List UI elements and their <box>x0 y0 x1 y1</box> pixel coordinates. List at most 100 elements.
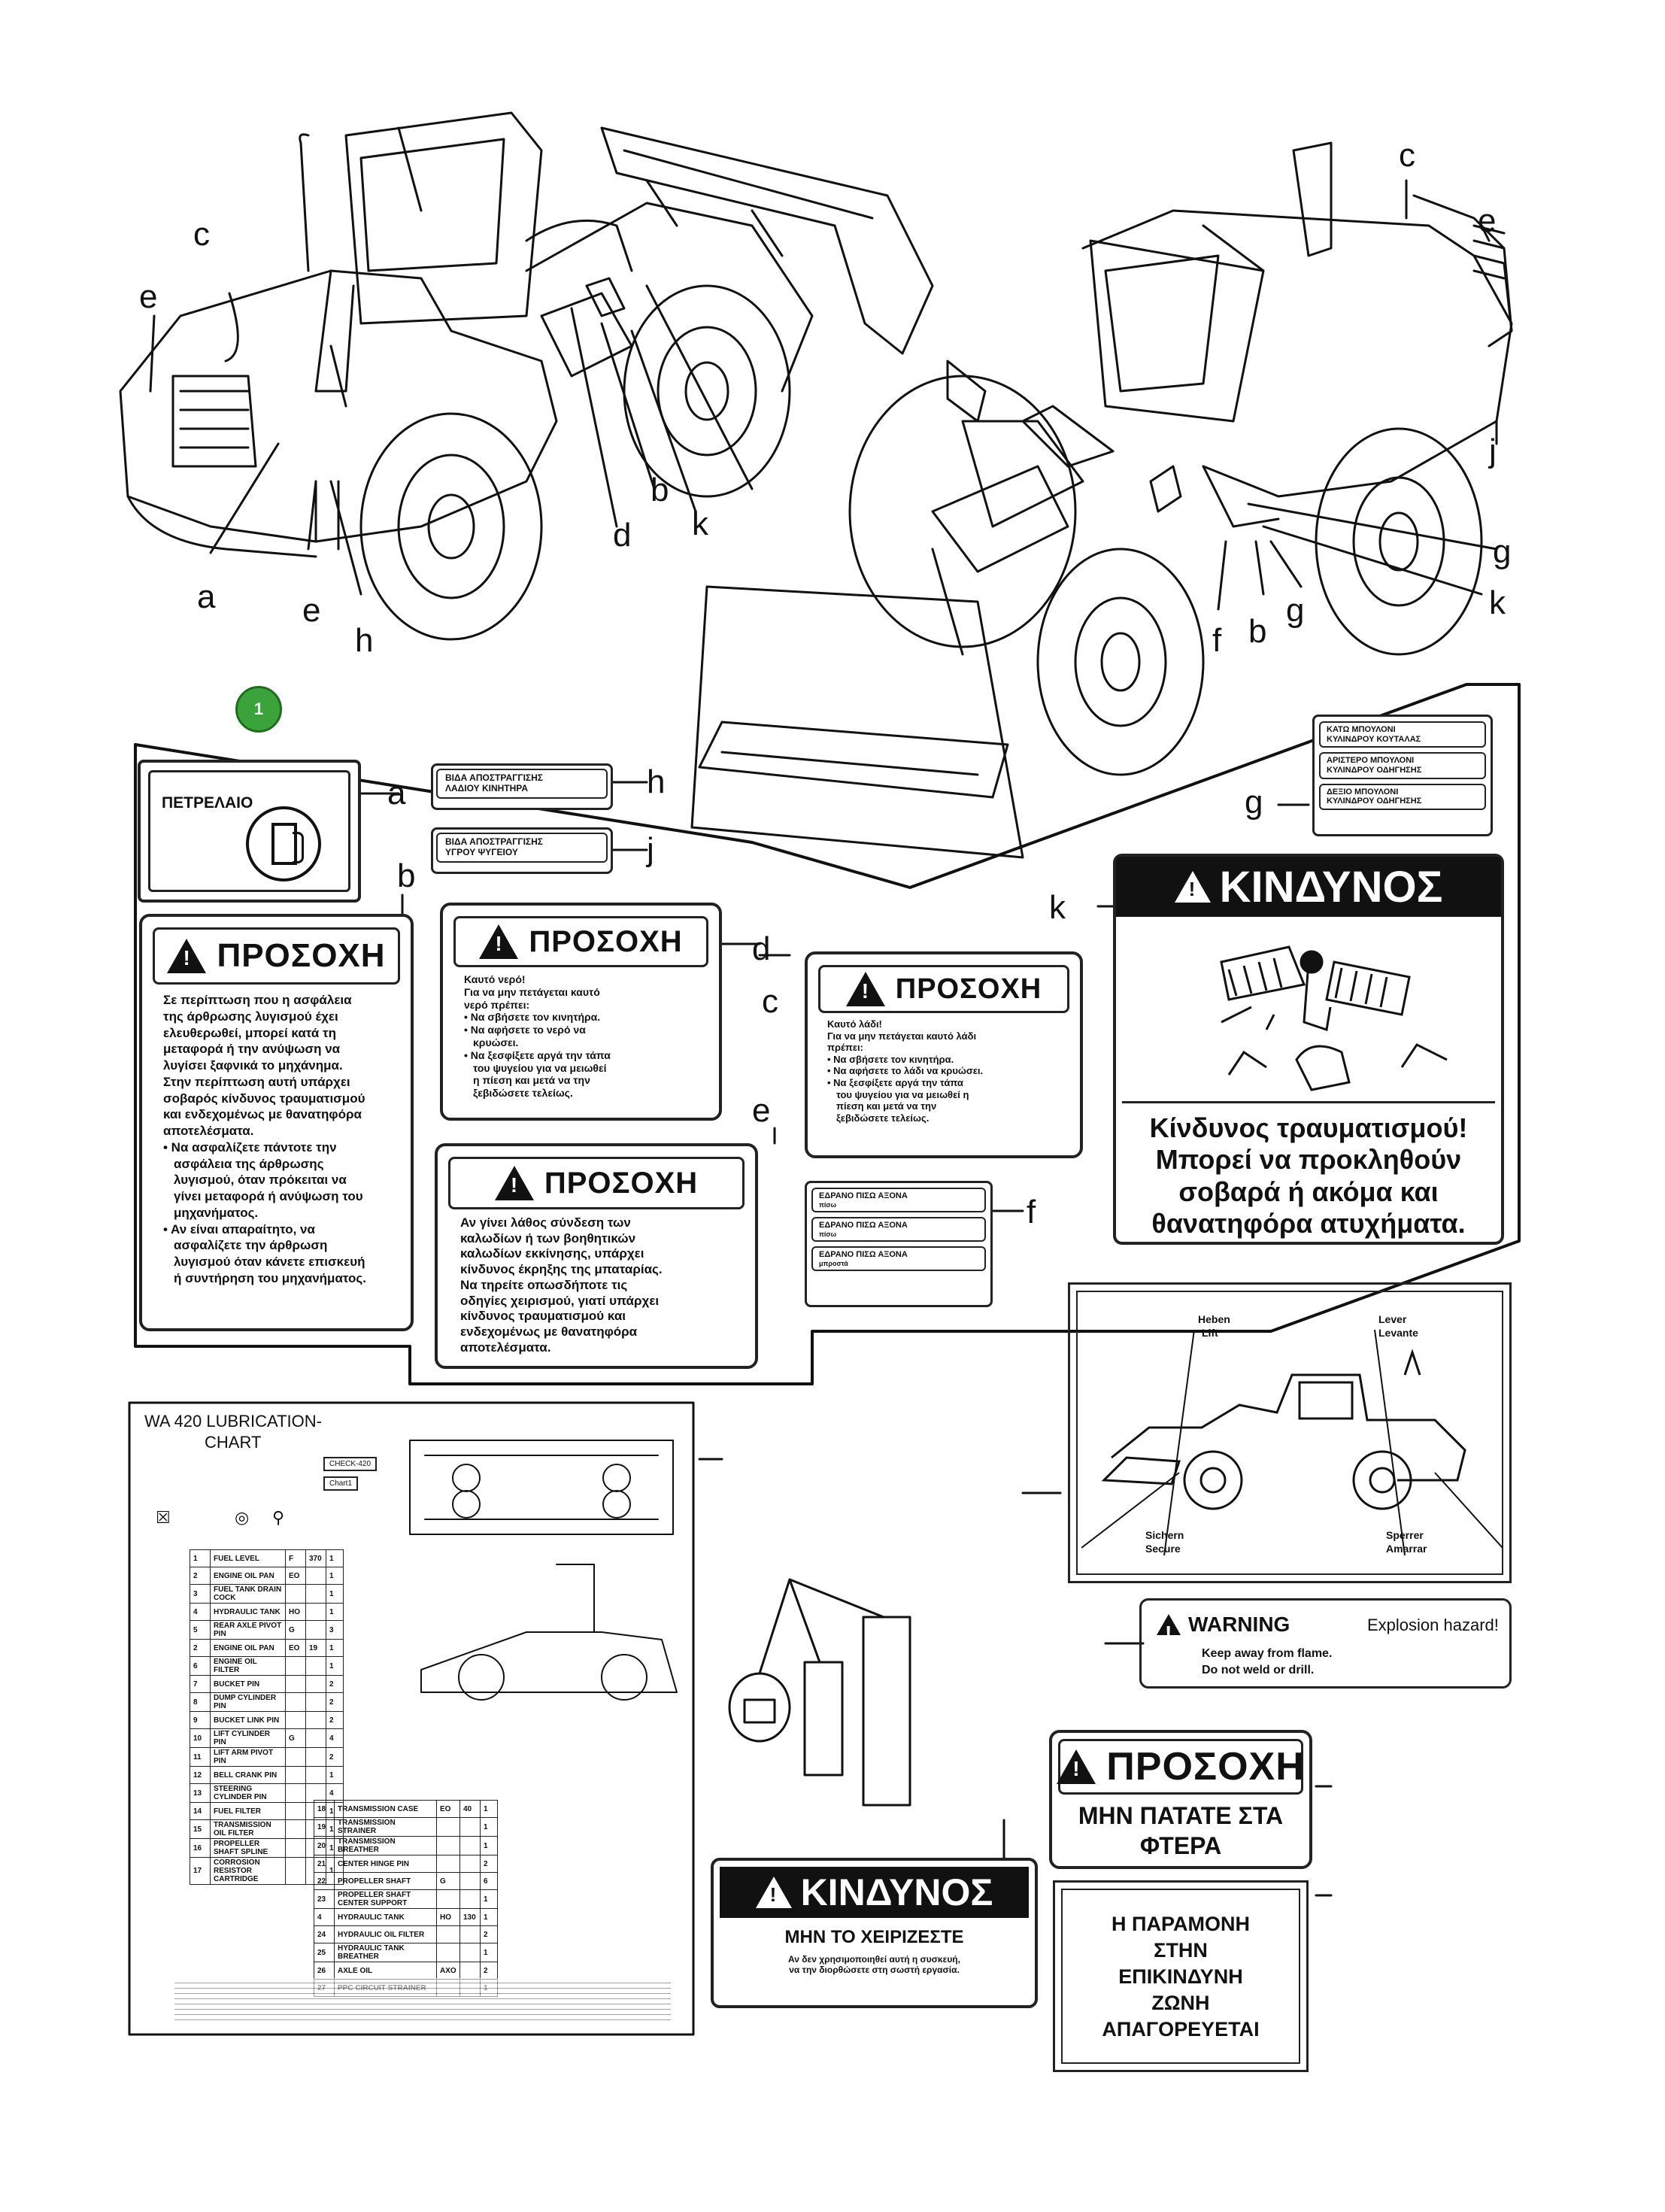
decal-h-line1: ΒΙΔΑ ΑΠΟΣΤΡΑΓΓΙΣΗΣ <box>445 772 543 783</box>
danger-plate-line1: Αν δεν χρησιμοποιηθεί αυτή η συσκευή, <box>788 1954 960 1965</box>
decal-h-engine-oil-drain: ΒΙΔΑ ΑΠΟΣΤΡΑΓΓΙΣΗΣ ΛΑΔΙΟΥ ΚΙΝΗΤΗΡΑ <box>431 763 613 810</box>
decal-e-letter: e <box>752 1092 771 1129</box>
warning-headline: Explosion hazard! <box>1367 1616 1499 1634</box>
decal-h-letter: h <box>647 763 666 800</box>
lub-cell-type <box>285 1584 306 1604</box>
decal-e-line: αποτελέσματα. <box>460 1340 551 1355</box>
decal-g-row2-line2: ΚΥΛΙΝΔΡΟΥ ΟΔΗΓΗΣΗΣ <box>1327 765 1422 775</box>
decal-d-hot-water-caution: ΠΡΟΣΟΧΗ Καυτό νερό! Για να μην πετάγεται… <box>440 903 722 1121</box>
decal-d-line: • Να σβήσετε τον κινητήρα. <box>464 1011 601 1024</box>
decal-f-row1-line2: πίσω <box>819 1200 837 1209</box>
lub-cell-no: 1 <box>190 1549 211 1567</box>
decal-g-letter: g <box>1245 784 1263 821</box>
lub-cell-type <box>285 1783 306 1803</box>
lubrication-chart-frame <box>128 1401 695 2036</box>
lub-cell-no: 10 <box>190 1728 211 1748</box>
decal-c-line: του ψυγείου για να μειωθεί η <box>836 1088 969 1100</box>
lub-cell-pts: 1 <box>480 1800 498 1818</box>
decal-b-line: αποτελέσματα. <box>163 1124 254 1138</box>
decal-k-line: Μπορεί να προκληθούν <box>1155 1144 1462 1176</box>
decal-b-line: ελευθερωθεί, μπορεί κατά τη <box>163 1025 337 1040</box>
lub-cell-no: 24 <box>314 1925 335 1943</box>
decal-e-battery-caution: ΠΡΟΣΟΧΗ Αν γίνει λάθος σύνδεση των καλωδ… <box>435 1143 758 1369</box>
decal-d-line: νερό πρέπει: <box>464 998 530 1011</box>
lift-label-secure: Secure <box>1145 1543 1181 1555</box>
lub-cell-pts: 1 <box>480 1889 498 1909</box>
lub-cell-no: 3 <box>190 1584 211 1604</box>
lub-cell-pts: 1 <box>326 1656 344 1676</box>
decal-b-line: γίνει μεταφορά ή ανύψωση του <box>174 1189 363 1203</box>
danger-plate-line2: να την διορθώσετε στη σωστή εργασία. <box>789 1965 960 1976</box>
lub-cell-qty <box>305 1584 326 1604</box>
zone-line: ΖΩΝΗ <box>1151 1992 1210 2015</box>
lub-cell-type: HO <box>285 1603 306 1621</box>
zone-line: ΣΤΗΝ <box>1154 1939 1208 1962</box>
lub-cell-item: PROPELLER SHAFT SPLINE <box>210 1838 286 1858</box>
loader-right-illustration <box>690 141 1513 859</box>
decal-b-line: • Να ασφαλίζετε πάντοτε την <box>163 1139 337 1155</box>
lub-cell-qty <box>305 1603 326 1621</box>
lub-cell-no: 14 <box>190 1802 211 1820</box>
danger-plate-title: ΚΙΝΔΥΝΟΣ <box>800 1871 993 1913</box>
lub-cell-pts: 4 <box>326 1728 344 1748</box>
decal-d-body: Καυτό νερό! Για να μην πετάγεται καυτό ν… <box>464 973 704 1100</box>
danger-plate-main: ΜΗΝ ΤΟ ΧΕΙΡΙΖΕΣΤΕ <box>784 1927 964 1947</box>
lub-cell-item: HYDRAULIC TANK <box>210 1603 286 1621</box>
decal-e-line: Να τηρείτε οπωσδήποτε τις <box>460 1277 628 1292</box>
lub-cell-no: 15 <box>190 1819 211 1839</box>
decal-a-letter: a <box>387 775 406 812</box>
decal-c-hot-oil-caution: ΠΡΟΣΟΧΗ Καυτό λάδι! Για να μην πετάγεται… <box>805 951 1083 1158</box>
decal-f-axle-bearing: ΕΔΡΑΝΟ ΠΙΣΩ ΑΞΟΝΑ πίσω ΕΔΡΑΝΟ ΠΙΣΩ ΑΞΟΝΑ… <box>805 1181 993 1307</box>
decal-f-row2-line1: ΕΔΡΑΝΟ ΠΙΣΩ ΑΞΟΝΑ <box>819 1220 908 1230</box>
lub-cell-type: G <box>436 1872 460 1890</box>
warning-triangle-icon <box>494 1166 534 1200</box>
decal-d-line: κρυώσει. <box>473 1036 519 1048</box>
lift-label-levante: Levante <box>1378 1327 1418 1339</box>
decal-j-coolant-drain: ΒΙΔΑ ΑΠΟΣΤΡΑΓΓΙΣΗΣ ΥΓΡΟΥ ΨΥΓΕΙΟΥ <box>431 827 613 874</box>
lub-cell-no: 7 <box>190 1675 211 1693</box>
lub-cell-item: CORROSION RESISTOR CARTRIDGE <box>210 1857 286 1885</box>
lub-cell-type <box>285 1711 306 1729</box>
lub-cell-no: 5 <box>190 1620 211 1640</box>
lift-label-sichern: Sichern <box>1145 1529 1184 1541</box>
lub-cell-item: FUEL FILTER <box>210 1802 286 1820</box>
filter-illustrations <box>728 1578 911 1807</box>
lub-cell-type <box>436 1817 460 1837</box>
lub-cell-no: 20 <box>314 1836 335 1855</box>
lub-cell-no: 23 <box>314 1889 335 1909</box>
warning-explosion-plate: WARNING Explosion hazard! Keep away from… <box>1139 1598 1512 1689</box>
lub-cell-pts: 1 <box>480 1943 498 1962</box>
lub-title-2: CHART <box>205 1433 262 1452</box>
decal-d-letter: d <box>752 930 771 967</box>
label-right-e: e <box>1478 202 1497 239</box>
decal-e-line: οδηγίες χειρισμού, γιατί υπάρχει <box>460 1293 660 1308</box>
warning-triangle-icon <box>1157 1614 1181 1646</box>
lift-label-amarrar: Amarrar <box>1386 1543 1427 1555</box>
lub-cell-type: HO <box>436 1908 460 1926</box>
decal-a-text: ΠΕΤΡΕΛΑΙΟ <box>162 794 253 812</box>
lub-cell-item: AXLE OIL <box>334 1962 437 1980</box>
label-right-g1: g <box>1493 533 1512 570</box>
warning-triangle-icon <box>845 972 885 1006</box>
lub-cell-qty <box>459 1889 481 1909</box>
danger-do-not-operate-plate: ΚΙΝΔΥΝΟΣ ΜΗΝ ΤΟ ΧΕΙΡΙΖΕΣΤΕ Αν δεν χρησιμ… <box>711 1858 1038 2008</box>
lub-cell-no: 12 <box>190 1766 211 1784</box>
item-callout-1[interactable]: 1 <box>235 686 282 733</box>
lub-cell-type: G <box>285 1728 306 1748</box>
label-right-c: c <box>1399 137 1415 174</box>
decal-d-line: η πίεση και μετά να την <box>473 1074 590 1087</box>
decal-d-line: Καυτό νερό! <box>464 973 526 985</box>
lubrication-chart: WA 420 LUBRICATION- CHART CHECK-420 Char… <box>129 1403 693 2034</box>
label-left-h: h <box>355 622 374 659</box>
label-left-b: b <box>651 472 669 508</box>
decal-sheet-outline <box>134 683 1521 1385</box>
lub-cell-pts: 1 <box>480 1836 498 1855</box>
decal-f-row2-line2: πίσω <box>819 1230 837 1238</box>
